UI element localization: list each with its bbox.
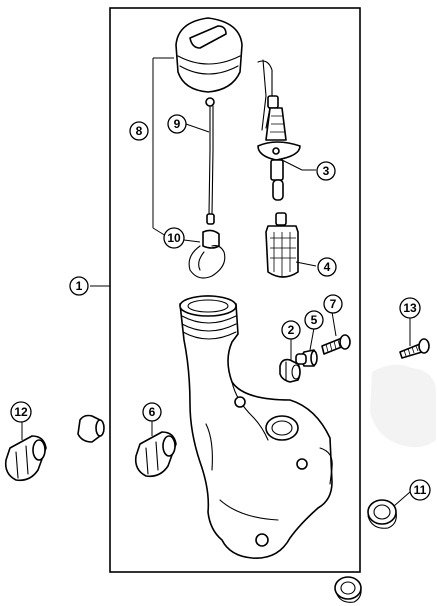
callout-number: 5 bbox=[311, 313, 318, 327]
bushing-left bbox=[77, 414, 105, 443]
retaining-cord bbox=[206, 105, 215, 225]
callout-number: 3 bbox=[323, 164, 330, 178]
callout-circle bbox=[316, 161, 336, 181]
callout-2: 2 bbox=[281, 320, 301, 340]
callout-circle bbox=[281, 320, 301, 340]
callout-number: 1 bbox=[76, 279, 83, 293]
clip-outside bbox=[4, 435, 47, 482]
callout-circle bbox=[304, 310, 324, 330]
callout-number: 10 bbox=[167, 231, 181, 245]
callout-number: 11 bbox=[414, 483, 427, 497]
callout-6: 6 bbox=[142, 402, 162, 422]
spacer bbox=[295, 349, 318, 367]
callout-13: 13 bbox=[399, 297, 421, 319]
screw-outside bbox=[399, 338, 430, 359]
callout-7: 7 bbox=[323, 294, 343, 314]
assembly-frame bbox=[109, 7, 361, 573]
callout-4: 4 bbox=[317, 257, 337, 277]
callout-8: 8 bbox=[129, 121, 149, 141]
callout-number: 2 bbox=[288, 323, 295, 337]
callout-9: 9 bbox=[167, 114, 187, 134]
callout-11: 11 bbox=[409, 479, 431, 501]
callout-number: 7 bbox=[330, 297, 337, 311]
grommet-outside bbox=[367, 499, 397, 529]
fuel-tank bbox=[179, 295, 333, 559]
callout-circle bbox=[10, 401, 32, 423]
callout-circle bbox=[409, 479, 431, 501]
background-smudge bbox=[370, 364, 436, 448]
callout-number: 6 bbox=[149, 405, 156, 419]
fuel-hose bbox=[257, 59, 301, 201]
grommet bbox=[279, 358, 301, 383]
callout-circle bbox=[167, 114, 187, 134]
fuel-cap bbox=[175, 17, 243, 107]
callout-circle bbox=[129, 121, 149, 141]
callout-5: 5 bbox=[304, 310, 324, 330]
fuel-filter bbox=[265, 212, 299, 278]
callout-circle bbox=[323, 294, 343, 314]
callout-10: 10 bbox=[163, 227, 185, 249]
callout-circle bbox=[163, 227, 185, 249]
leader-lines bbox=[21, 57, 411, 507]
callout-number: 4 bbox=[324, 260, 331, 274]
callout-number: 8 bbox=[136, 124, 143, 138]
callout-12: 12 bbox=[10, 401, 32, 423]
callout-circle bbox=[69, 276, 89, 296]
screw bbox=[321, 334, 351, 355]
strap-ring bbox=[188, 229, 226, 279]
callout-number: 9 bbox=[174, 117, 181, 131]
callout-3: 3 bbox=[316, 161, 336, 181]
callout-circle bbox=[399, 297, 421, 319]
callout-circle bbox=[317, 257, 337, 277]
clip-inside bbox=[134, 431, 177, 478]
grommet-bottom bbox=[334, 576, 362, 603]
callout-number: 12 bbox=[14, 405, 28, 419]
callout-1: 1 bbox=[69, 276, 89, 296]
callout-number: 13 bbox=[403, 301, 417, 315]
callout-circle bbox=[142, 402, 162, 422]
